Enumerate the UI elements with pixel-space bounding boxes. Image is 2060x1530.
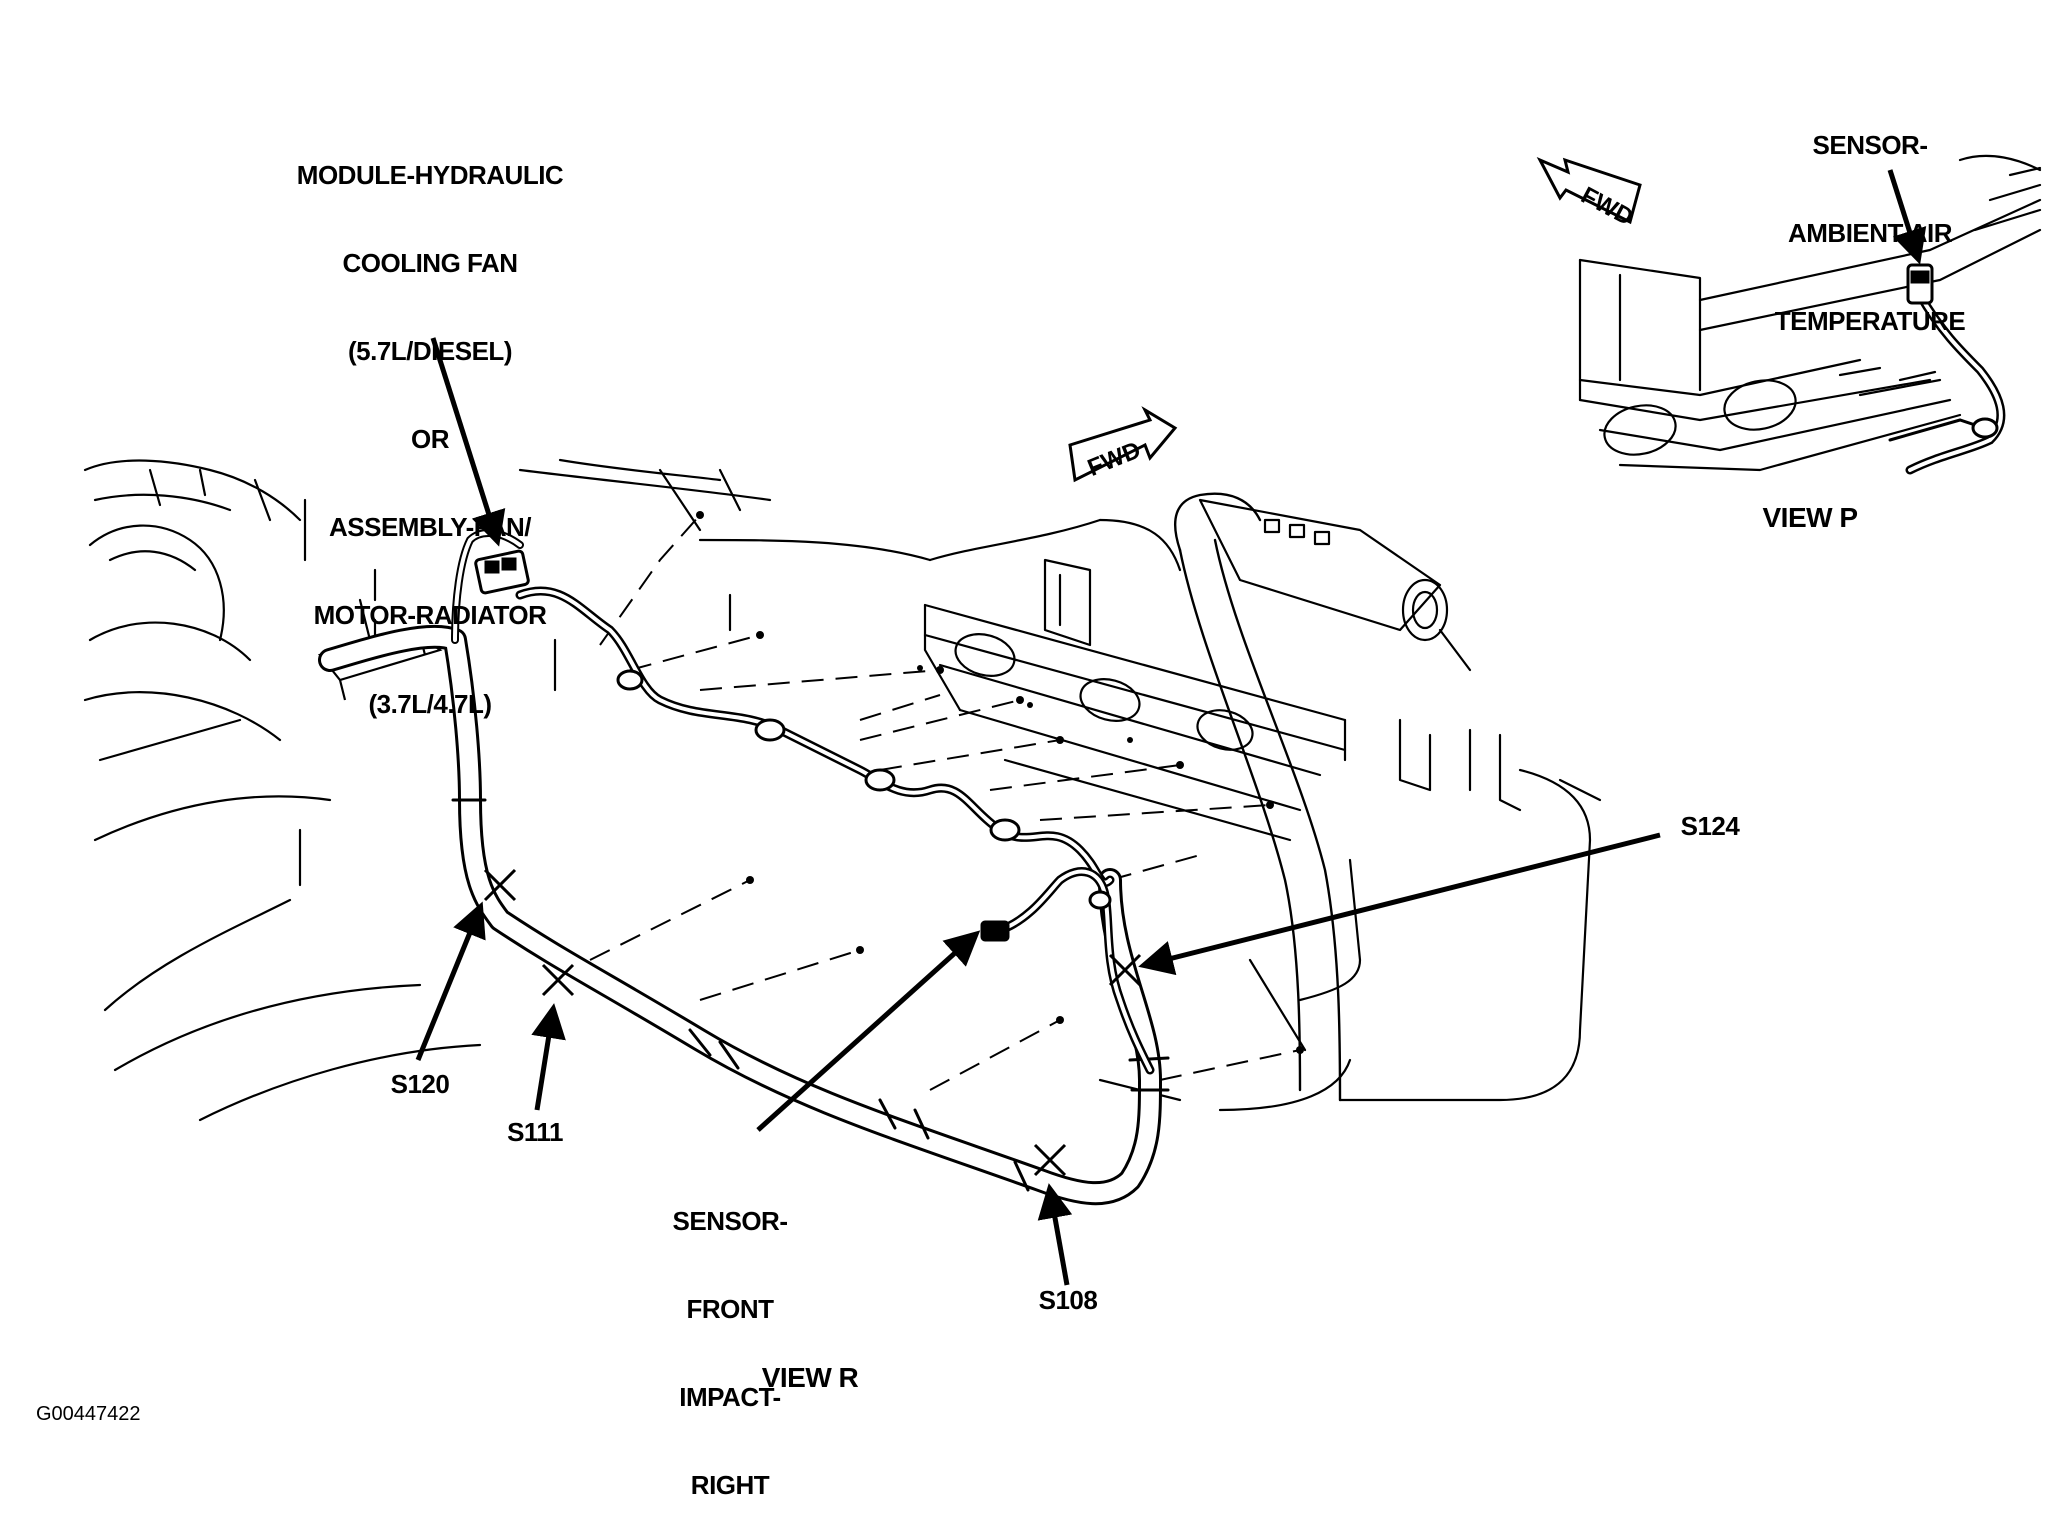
callout-leaders xyxy=(415,337,1661,1286)
leader-fan-module xyxy=(430,337,506,547)
splice-markers xyxy=(483,868,1142,1177)
view-r-label: VIEW R xyxy=(761,1362,859,1393)
figure-code: G00447422 xyxy=(36,1403,141,1425)
leader-s108 xyxy=(1037,1183,1073,1286)
fwd-arrow-inset xyxy=(1536,156,1642,225)
ambient-air-temp-sensor xyxy=(1906,263,1934,305)
fan-module-line: (5.7L/DIESEL) xyxy=(348,336,512,366)
mounting-fasteners xyxy=(696,511,1304,1054)
ambient-sensor-line: TEMPERATURE xyxy=(1774,306,1966,336)
ambient-sensor-line: AMBIENT AIR xyxy=(1788,217,1952,248)
leader-s124 xyxy=(1138,832,1661,976)
fan-module-line: MOTOR-RADIATOR xyxy=(313,600,547,631)
callout-front-impact-sensor: SENSOR- FRONT IMPACT- RIGHT xyxy=(640,1148,820,1530)
fan-module-line: OR xyxy=(411,424,450,455)
leader-s111 xyxy=(531,1003,566,1111)
splice-s120-mark xyxy=(483,868,517,902)
label-s108: S108 xyxy=(1038,1285,1098,1315)
wiring-harness-main xyxy=(318,529,1170,1206)
impact-sensor-line: IMPACT- xyxy=(679,1382,781,1412)
ambient-sensor-line: SENSOR- xyxy=(1812,129,1928,160)
impact-sensor-line: SENSOR- xyxy=(672,1205,788,1236)
fan-module-line: MODULE-HYDRAULIC xyxy=(296,159,564,190)
splice-s111-mark xyxy=(541,963,575,997)
fan-module-line: ASSEMBLY-FAN/ xyxy=(328,512,532,543)
impact-sensor-line: RIGHT xyxy=(690,1470,770,1501)
view-p-label: VIEW P xyxy=(1762,502,1858,533)
wiring-harness-diagram: FWD xyxy=(83,154,2042,1286)
leader-impact-sensor xyxy=(756,930,981,1132)
label-s124: S124 xyxy=(1680,811,1740,841)
label-s120: S120 xyxy=(390,1069,450,1099)
fan-module-connector xyxy=(474,549,530,595)
leader-ambient-sensor xyxy=(1887,169,1927,265)
callout-fan-module: MODULE-HYDRAULIC COOLING FAN (5.7L/DIESE… xyxy=(250,102,610,748)
splice-s124-mark xyxy=(1108,953,1142,987)
callout-ambient-air-sensor: SENSOR- AMBIENT AIR TEMPERATURE xyxy=(1740,72,2000,366)
fan-module-line: (3.7L/4.7L) xyxy=(368,688,492,719)
label-s111: S111 xyxy=(507,1117,563,1147)
splice-s108-mark xyxy=(1033,1143,1067,1177)
mounting-guide-lines xyxy=(589,514,1301,1091)
vehicle-body-structure xyxy=(83,458,1602,1122)
fan-module-line: COOLING FAN xyxy=(342,247,518,278)
front-impact-sensor-connector xyxy=(980,920,1010,942)
impact-sensor-line: FRONT xyxy=(686,1293,774,1324)
inset-clip xyxy=(1971,417,1999,439)
leader-s120 xyxy=(415,901,486,1061)
fwd-arrow-main xyxy=(1068,406,1178,483)
inset-view-p xyxy=(1578,154,2042,472)
